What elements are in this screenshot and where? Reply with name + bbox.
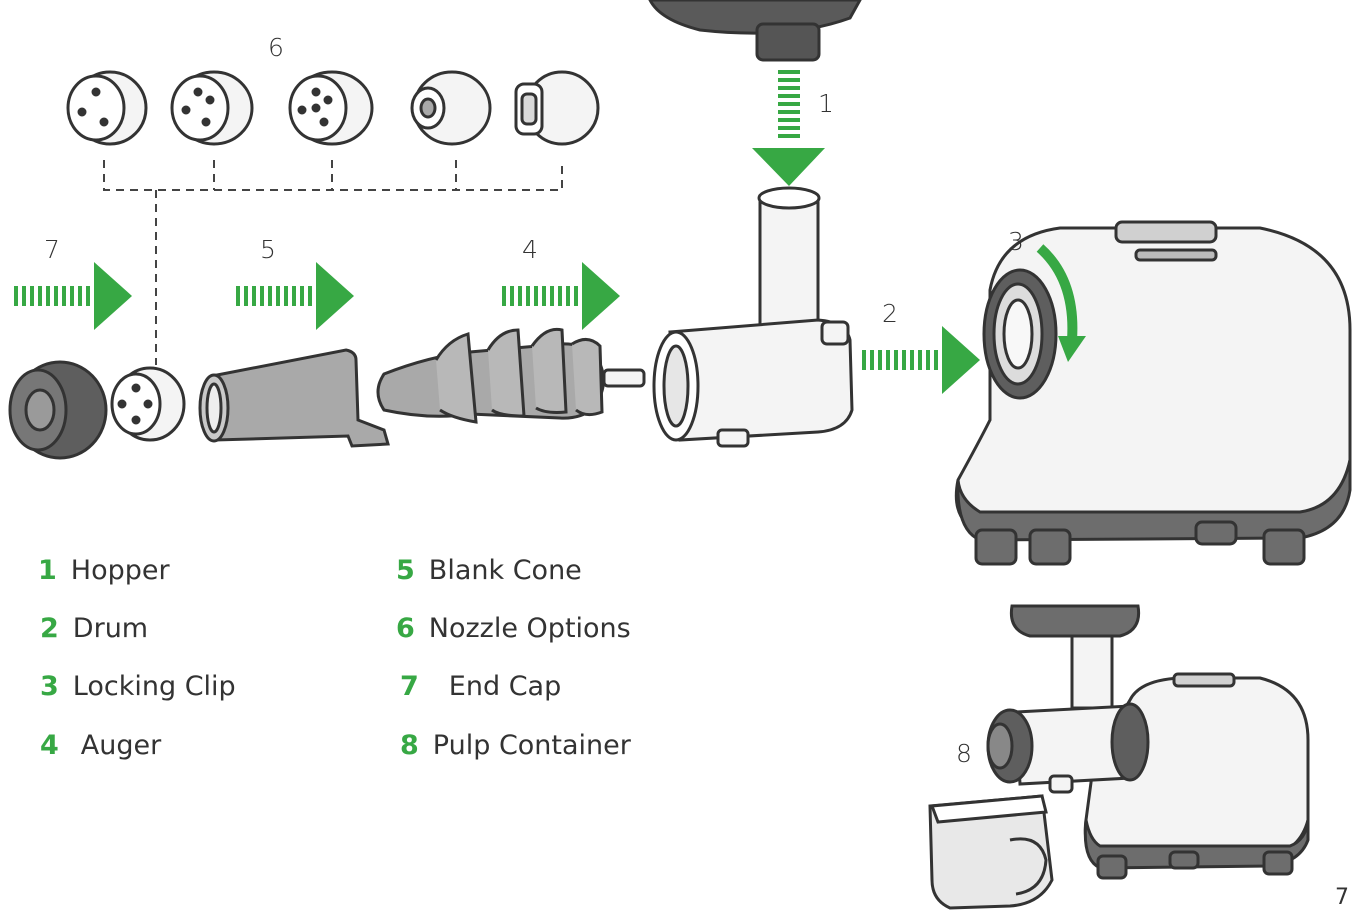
- hopper-top-piece: [650, 0, 860, 60]
- legend-num-4: 4: [40, 730, 59, 761]
- legend-label-5: Blank Cone: [429, 555, 582, 586]
- end-cap-part: [10, 362, 106, 458]
- legend-item-7: 7 End Cap: [400, 671, 561, 702]
- legend-label-4: Auger: [81, 730, 161, 761]
- callout-3: 3: [1008, 227, 1024, 256]
- auger-part: [378, 329, 644, 422]
- callout-1: 1: [818, 89, 834, 118]
- legend-label-6: Nozzle Options: [429, 613, 631, 644]
- callout-7: 7: [44, 235, 60, 264]
- arrow-7-right: [14, 262, 132, 330]
- blank-cone-part: [200, 350, 388, 446]
- nozzle-1: [68, 72, 146, 144]
- nozzle-4: [412, 72, 490, 144]
- callout-5: 5: [260, 235, 276, 264]
- legend-num-3: 3: [40, 671, 59, 702]
- legend-label-3: Locking Clip: [73, 671, 236, 702]
- callout-4: 4: [522, 235, 538, 264]
- legend-num-8: 8: [400, 730, 419, 761]
- nozzle-3: [290, 72, 372, 144]
- nozzle-5: [516, 72, 598, 144]
- legend-item-5: 5 Blank Cone: [396, 555, 582, 586]
- juicer-body: [956, 222, 1350, 564]
- arrow-1-down: [752, 70, 825, 186]
- drum-hopper-part: [654, 188, 852, 446]
- legend-num-6: 6: [396, 613, 415, 644]
- legend-item-1: 1 Hopper: [38, 555, 170, 586]
- legend-item-3: 3 Locking Clip: [40, 671, 236, 702]
- legend-num-1: 1: [38, 555, 57, 586]
- legend-label-7: End Cap: [449, 671, 561, 702]
- legend-num-2: 2: [40, 613, 59, 644]
- legend-item-2: 2 Drum: [40, 613, 148, 644]
- nozzle-2: [172, 72, 252, 144]
- legend-item-4: 4 Auger: [40, 730, 161, 761]
- nozzle-bracket: [104, 160, 562, 365]
- callout-6: 6: [268, 33, 284, 62]
- legend-num-5: 5: [396, 555, 415, 586]
- pulp-container-part: [930, 796, 1052, 908]
- nozzle-options: [68, 72, 598, 144]
- legend-label-2: Drum: [73, 613, 148, 644]
- legend-label-8: Pulp Container: [433, 730, 631, 761]
- arrow-2-right: [862, 326, 980, 394]
- page-number: 7: [1335, 885, 1349, 910]
- arrow-4-right: [502, 262, 620, 330]
- arrow-5-right: [236, 262, 354, 330]
- callout-2: 2: [882, 299, 898, 328]
- legend-label-1: Hopper: [71, 555, 170, 586]
- nozzle-installed-part: [112, 368, 184, 440]
- legend-num-7: 7: [400, 671, 419, 702]
- legend-item-6: 6 Nozzle Options: [396, 613, 631, 644]
- callout-8: 8: [956, 739, 972, 768]
- legend-item-8: 8 Pulp Container: [400, 730, 631, 761]
